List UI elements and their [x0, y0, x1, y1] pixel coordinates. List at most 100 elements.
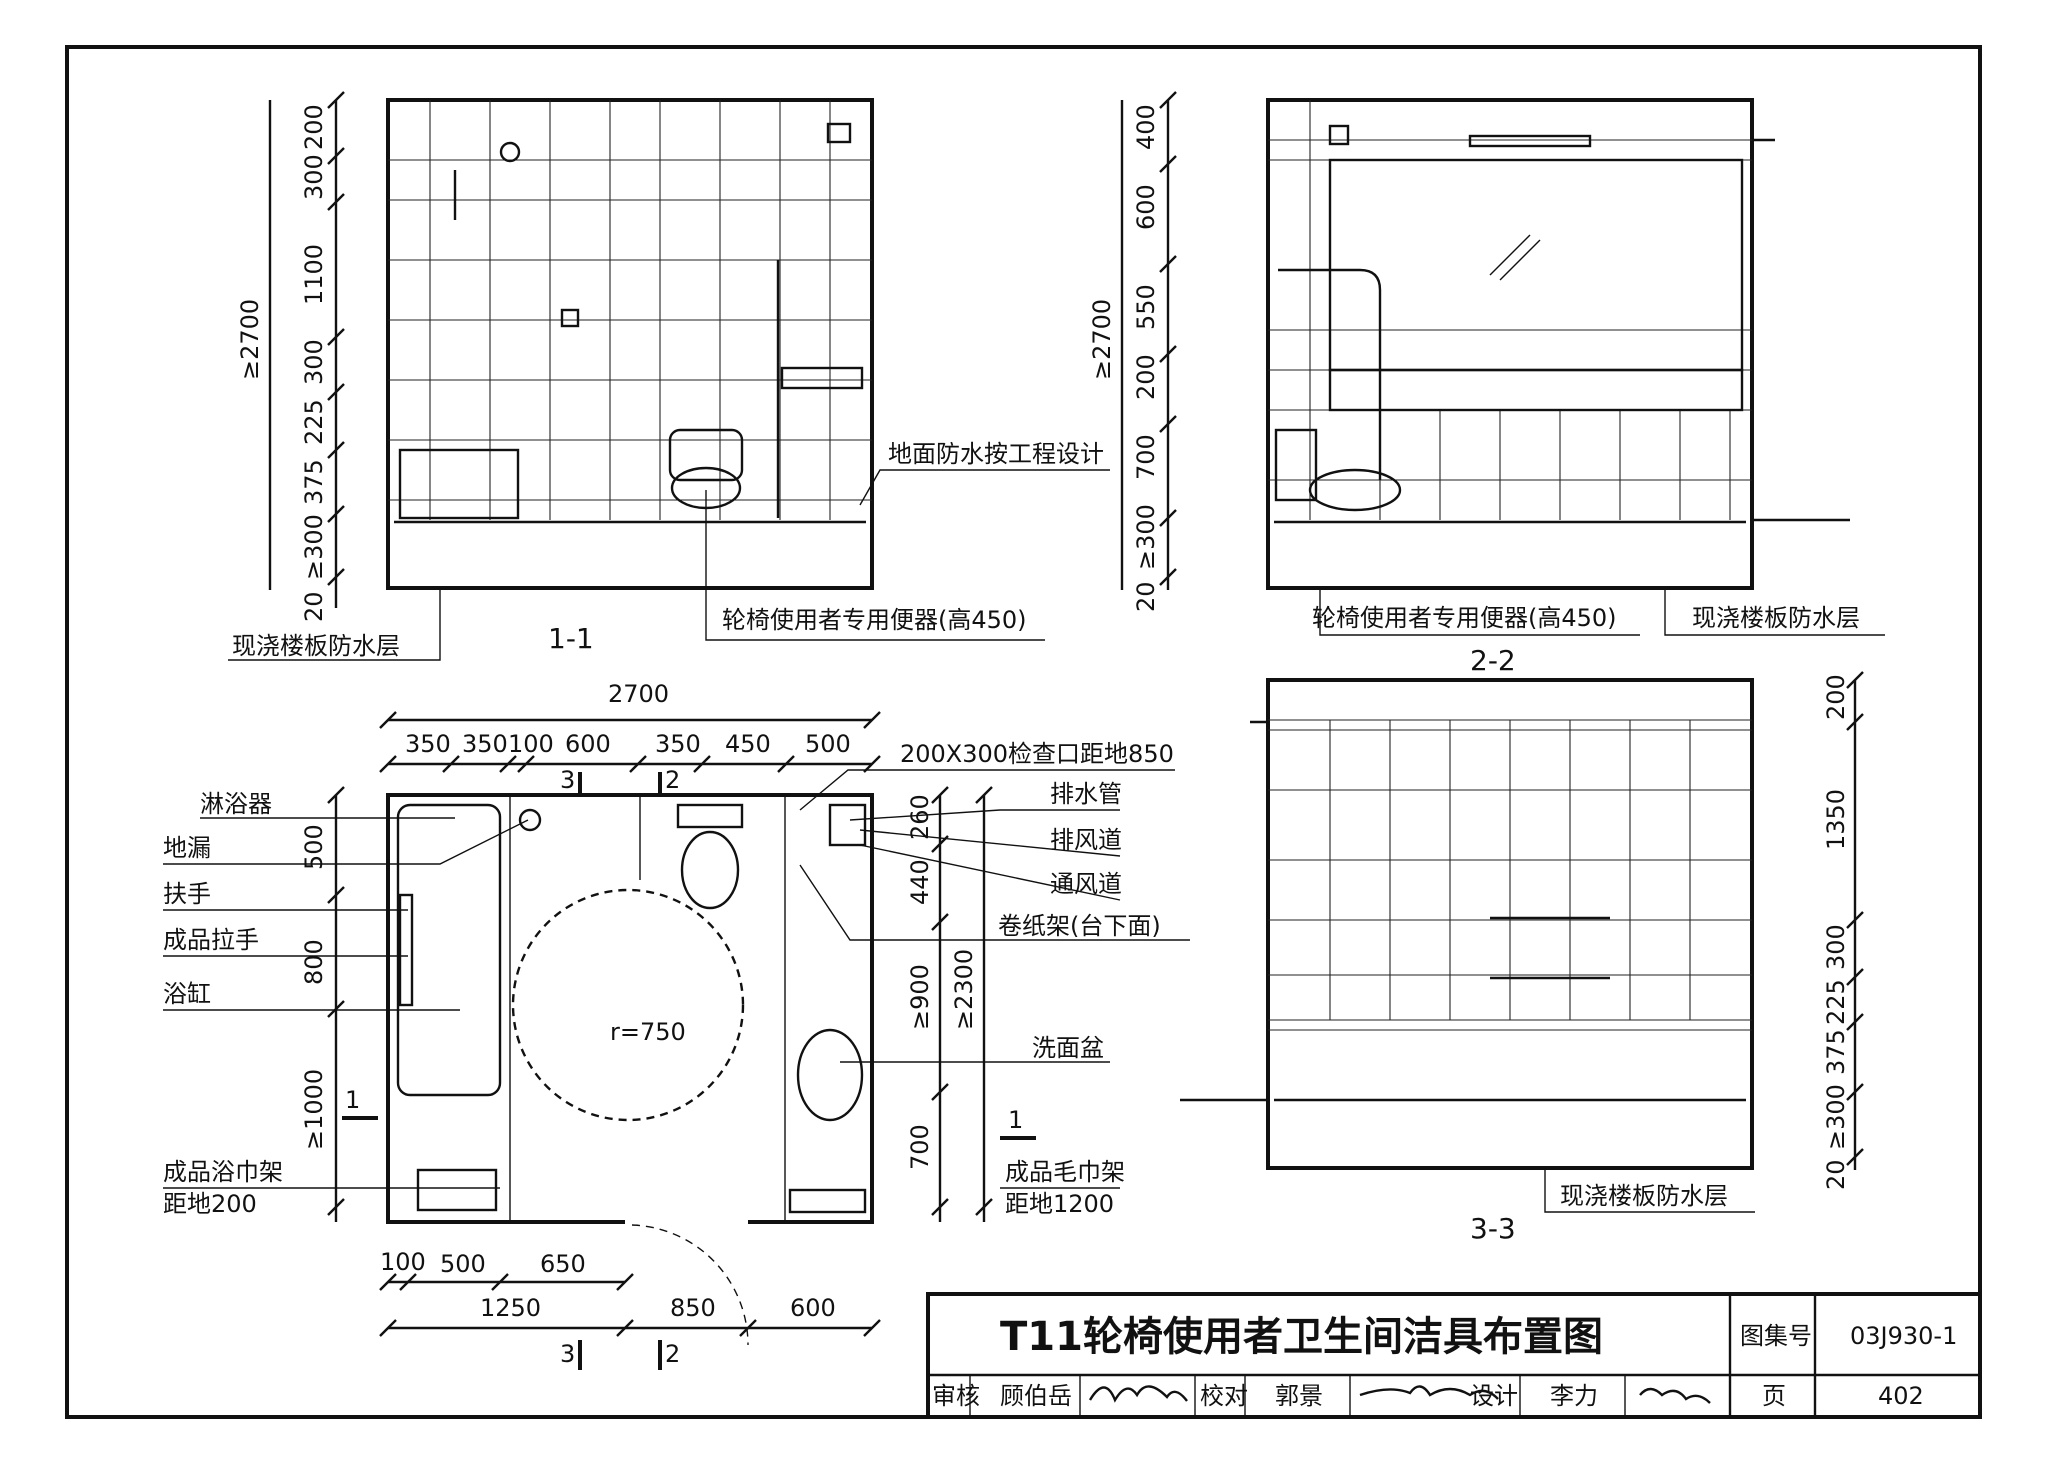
page-label: 页	[1762, 1382, 1786, 1410]
review-label: 审核	[932, 1382, 980, 1410]
washbasin	[780, 366, 864, 390]
dim-value: 800	[300, 939, 328, 985]
label-washbasin: 洗面盆	[1032, 1034, 1104, 1062]
section-mark: 1	[345, 1086, 360, 1114]
tile-grid	[1268, 719, 1752, 1031]
section-mark: 3	[560, 1340, 575, 1368]
checker-name: 郭景	[1275, 1382, 1323, 1410]
dim-value: 20	[1132, 581, 1160, 612]
dim-value: 350	[405, 730, 451, 758]
section-caption: 2-2	[1470, 644, 1516, 677]
grab-bar	[398, 893, 414, 1007]
label-towel-rack-right-height: 距地1200	[1005, 1190, 1114, 1218]
vent-shaft	[828, 803, 867, 847]
dim-right-overall: ≥2300	[950, 949, 978, 1030]
tile-grid	[388, 100, 872, 520]
reviewer-signature	[1088, 1385, 1188, 1403]
dim-value: ≥300	[300, 514, 328, 580]
dim-value: 200	[1822, 674, 1850, 720]
vent-icon	[826, 122, 852, 144]
wall-outline	[1266, 678, 1754, 1170]
dim-value: 200	[1132, 354, 1160, 400]
dim-value: 440	[906, 859, 934, 905]
mirror	[1328, 158, 1744, 372]
floor-drain-icon	[518, 808, 542, 832]
dim-value: ≥300	[1822, 1084, 1850, 1150]
label-floor-drain: 地漏	[163, 834, 211, 862]
designer-name: 李力	[1550, 1382, 1598, 1410]
plan-walls	[386, 793, 874, 1224]
label-bathtub: 浴缸	[163, 980, 211, 1008]
reviewer-name: 顾伯岳	[1000, 1382, 1072, 1410]
dim-value: 375	[1822, 1029, 1850, 1075]
atlas-number: 03J930-1	[1850, 1322, 1957, 1350]
dim-value: 600	[565, 730, 611, 758]
dim-value: 1100	[300, 244, 328, 305]
label-handrail: 扶手	[163, 880, 211, 908]
vent-icon	[1328, 124, 1350, 146]
turning-circle	[511, 888, 745, 1122]
label-pull-handle: 成品拉手	[163, 926, 259, 954]
atlas-label: 图集号	[1740, 1322, 1812, 1350]
towel-rack	[788, 1188, 867, 1214]
section-mark: 1	[1008, 1106, 1023, 1134]
dim-value: 350	[462, 730, 508, 758]
dim-value: 225	[300, 399, 328, 445]
check-label: 校对	[1200, 1382, 1248, 1410]
dim-value: 375	[300, 459, 328, 505]
label-ventilation-duct: 通风道	[1050, 870, 1122, 898]
label-exhaust-duct: 排风道	[1050, 826, 1122, 854]
dim-value: ≥900	[906, 964, 934, 1030]
tile-grid	[1268, 100, 1752, 520]
label-paper-holder: 卷纸架(台下面)	[998, 912, 1161, 940]
designer-signature	[1639, 1387, 1711, 1404]
floor-plan: r=750 2700 350 350 100 600 350 450 500	[163, 680, 1190, 1370]
dim-value: 300	[300, 339, 328, 385]
dim-value: 225	[1822, 979, 1850, 1025]
dim-value: ≥1000	[300, 1069, 328, 1150]
dim-overall-width: 2700	[608, 680, 669, 708]
washbasin-counter	[1328, 368, 1744, 412]
door-swing	[631, 1224, 749, 1346]
label-towel-rack-left-height: 距地200	[163, 1190, 257, 1218]
drain-icon	[499, 141, 521, 163]
dim-value: 500	[300, 824, 328, 870]
section-mark: 2	[665, 1340, 680, 1368]
bathtub	[396, 803, 502, 1097]
dim-value: 100	[380, 1248, 426, 1276]
dim-value: 300	[1822, 924, 1850, 970]
label-toilet: 轮椅使用者专用便器(高450)	[1312, 604, 1617, 632]
label-towel-rack-right: 成品毛巾架	[1005, 1158, 1125, 1186]
section-caption: 3-3	[1470, 1212, 1516, 1245]
wall-outline	[1266, 98, 1754, 590]
section-3-3: 200 1350 300 225 375 ≥300 20 现浇楼板防水层 3-3	[1180, 671, 1864, 1245]
section-caption: 1-1	[548, 622, 594, 655]
bathtub	[398, 448, 520, 520]
dim-value: 700	[906, 1124, 934, 1170]
toilet	[668, 428, 744, 482]
dim-value: ≥300	[1132, 504, 1160, 570]
dim-value: 600	[1132, 184, 1160, 230]
dim-value: 200	[300, 104, 328, 150]
sheet-title: T11轮椅使用者卫生间洁具布置图	[1000, 1314, 1603, 1360]
section-1-1: ≥2700 200 300 1100 300 225 375 ≥300 20 地…	[228, 91, 1110, 661]
dim-value: 650	[540, 1250, 586, 1278]
label-slab: 现浇楼板防水层	[1692, 604, 1860, 632]
page-number: 402	[1878, 1382, 1924, 1410]
dim-value: 300	[300, 154, 328, 200]
design-label: 设计	[1470, 1382, 1518, 1410]
label-waterproof-ground: 地面防水按工程设计	[888, 440, 1104, 468]
access-panel-icon	[560, 308, 580, 328]
dim-value: 350	[655, 730, 701, 758]
dim-value: 20	[300, 591, 328, 622]
label-slab: 现浇楼板防水层	[232, 632, 400, 660]
dim-value: 100	[508, 730, 554, 758]
label-toilet: 轮椅使用者专用便器(高450)	[722, 606, 1027, 634]
dim-value: 1250	[480, 1294, 541, 1322]
grab-bar	[1278, 268, 1382, 480]
dim-value: 1350	[1822, 789, 1850, 850]
label-shower: 淋浴器	[200, 790, 272, 818]
label-access-panel: 200X300检查口距地850	[900, 740, 1174, 768]
turning-radius: r=750	[610, 1018, 686, 1046]
